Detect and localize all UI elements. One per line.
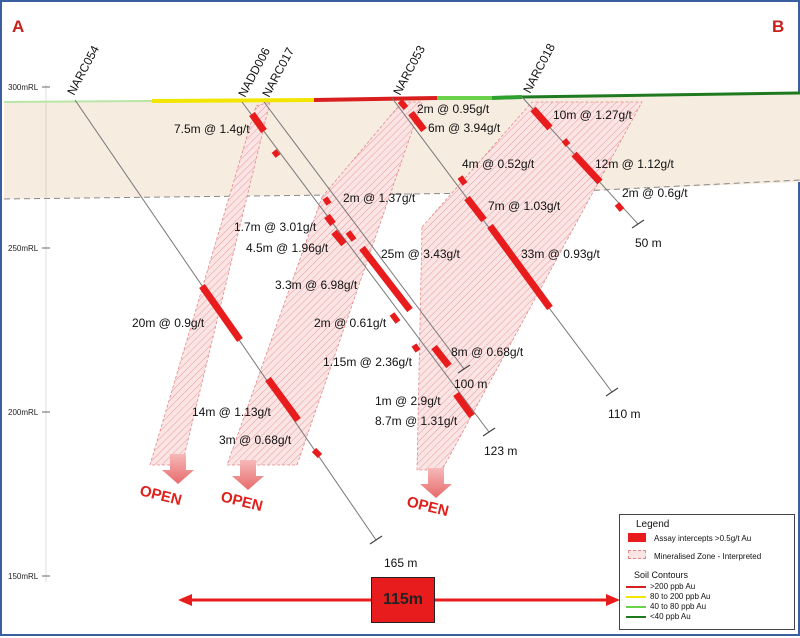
intercept-label: 2m @ 0.6g/t bbox=[622, 186, 688, 200]
oxide-boundary bbox=[3, 179, 800, 200]
intercept-label: 7m @ 1.03g/t bbox=[488, 199, 561, 213]
depth-narc017: 100 m bbox=[454, 377, 487, 391]
eoh-narc018 bbox=[631, 219, 645, 229]
eoh-narc017 bbox=[457, 364, 471, 374]
hole-label-narc053: NARC053 bbox=[390, 43, 428, 98]
hole-label-narc018: NARC018 bbox=[520, 41, 558, 96]
intercept-label: 4.5m @ 1.96g/t bbox=[246, 241, 329, 255]
rl-label-300: 300mRL bbox=[8, 83, 39, 92]
depth-narc054: 165 m bbox=[384, 556, 417, 570]
open-label-2: OPEN bbox=[219, 488, 264, 515]
legend-soil-swatch-4 bbox=[626, 616, 646, 618]
legend-soil-title: Soil Contours bbox=[634, 570, 689, 580]
intercept-nadd006-6 bbox=[431, 344, 452, 369]
open-arrow-1 bbox=[162, 454, 194, 484]
rl-label-200: 200mRL bbox=[8, 408, 39, 417]
intercept-label: 7.5m @ 1.4g/t bbox=[174, 122, 250, 136]
eoh-narc054 bbox=[369, 535, 383, 545]
legend-soil-swatch-2 bbox=[626, 596, 646, 598]
intercept-nadd006-2 bbox=[271, 149, 281, 158]
intercept-narc054-2 bbox=[265, 376, 301, 423]
open-arrow-3 bbox=[420, 468, 452, 498]
section-end-a: A bbox=[12, 17, 24, 36]
eoh-narc053 bbox=[605, 387, 619, 397]
intercept-label: 3.3m @ 6.98g/t bbox=[275, 278, 358, 292]
mineralised-zone-2 bbox=[226, 101, 423, 466]
intercept-label: 6m @ 3.94g/t bbox=[428, 121, 501, 135]
rl-label-150: 150mRL bbox=[8, 572, 39, 581]
intercept-label: 14m @ 1.13g/t bbox=[192, 405, 272, 419]
legend-title: Legend bbox=[636, 519, 670, 530]
hole-trace-nadd006 bbox=[241, 101, 490, 433]
intercept-label: 2m @ 0.95g/t bbox=[417, 102, 490, 116]
intercept-narc018-1 bbox=[530, 106, 553, 131]
intercept-narc053-4 bbox=[464, 195, 487, 223]
intercept-narc054-3 bbox=[311, 447, 323, 459]
open-arrow-2 bbox=[232, 460, 264, 490]
intercept-label: 12m @ 1.12g/t bbox=[595, 157, 675, 171]
mineralised-zone-3 bbox=[416, 101, 643, 471]
intercept-narc053-5 bbox=[487, 223, 553, 311]
mineralised-zone-1 bbox=[149, 101, 271, 466]
legend-panel: Legend Assay intercepts >0.5g/t Au Miner… bbox=[619, 514, 795, 630]
intercept-nadd006-3 bbox=[324, 213, 336, 227]
intercept-narc053-3 bbox=[457, 175, 468, 186]
intercept-label: 8.7m @ 1.31g/t bbox=[375, 414, 458, 428]
section-end-b: B bbox=[772, 17, 784, 36]
intercept-label: 3m @ 0.68g/t bbox=[219, 433, 292, 447]
eoh-nadd006 bbox=[482, 427, 496, 437]
intercept-narc017-3 bbox=[359, 245, 413, 313]
intercept-narc053-2 bbox=[408, 110, 427, 133]
open-label-3: OPEN bbox=[405, 493, 450, 520]
intercept-narc018-2 bbox=[561, 138, 571, 147]
legend-assay-label: Assay intercepts >0.5g/t Au bbox=[654, 534, 752, 543]
legend-soil-label-1: >200 ppb Au bbox=[650, 582, 696, 591]
intercept-label: 1.15m @ 2.36g/t bbox=[323, 355, 413, 369]
intercept-narc017-1 bbox=[322, 196, 332, 206]
hole-label-narc054: NARC054 bbox=[64, 43, 102, 98]
rl-label-250: 250mRL bbox=[8, 244, 39, 253]
intercept-label: 25m @ 3.43g/t bbox=[381, 247, 461, 261]
intercept-narc018-4 bbox=[614, 202, 625, 212]
intercept-labels: 7.5m @ 1.4g/t 2m @ 0.95g/t 6m @ 3.94g/t … bbox=[132, 102, 688, 447]
intercept-label: 4m @ 0.52g/t bbox=[462, 157, 535, 171]
depth-narc018: 50 m bbox=[635, 236, 662, 250]
legend-soil-label-2: 80 to 200 ppb Au bbox=[650, 592, 711, 601]
depth-narc053: 110 m bbox=[608, 407, 640, 421]
intercept-narc053-1 bbox=[397, 99, 409, 110]
intercept-label: 10m @ 1.27g/t bbox=[553, 108, 633, 122]
legend-soil-swatch-1 bbox=[626, 586, 646, 588]
intercept-narc054-1 bbox=[199, 283, 243, 343]
intercept-label: 2m @ 0.61g/t bbox=[314, 316, 387, 330]
intercept-nadd006-1 bbox=[249, 111, 267, 134]
soil-contour-surface bbox=[3, 91, 800, 103]
intercept-nadd006-5 bbox=[389, 312, 401, 324]
legend-zone-label: Mineralised Zone - Interpreted bbox=[654, 552, 762, 561]
legend-assay-swatch bbox=[628, 533, 646, 542]
intercept-label: 33m @ 0.93g/t bbox=[521, 247, 601, 261]
intercept-narc018-3 bbox=[571, 151, 603, 185]
intercept-label: 20m @ 0.9g/t bbox=[132, 316, 205, 330]
intercept-label: 1m @ 2.9g/t bbox=[375, 394, 441, 408]
intercept-nadd006-7 bbox=[453, 391, 475, 419]
depth-nadd006: 123 m bbox=[484, 444, 517, 458]
hole-trace-narc017 bbox=[263, 101, 465, 370]
legend-soil-label-3: 40 to 80 ppb Au bbox=[650, 602, 707, 611]
legend-soil-label-4: <40 ppb Au bbox=[650, 612, 691, 621]
legend-soil-swatch-3 bbox=[626, 606, 646, 608]
intercept-narc017-2 bbox=[345, 230, 357, 242]
open-label-1: OPEN bbox=[138, 482, 183, 509]
scale-bar-label: 115m bbox=[371, 577, 435, 623]
intercept-label: 2m @ 1.37g/t bbox=[343, 191, 416, 205]
intercept-label: 1.7m @ 3.01g/t bbox=[234, 220, 317, 234]
intercept-narc017-4 bbox=[411, 343, 421, 353]
intercept-label: 8m @ 0.68g/t bbox=[451, 345, 524, 359]
intercept-nadd006-4 bbox=[331, 229, 347, 247]
legend-zone-swatch bbox=[628, 550, 646, 559]
